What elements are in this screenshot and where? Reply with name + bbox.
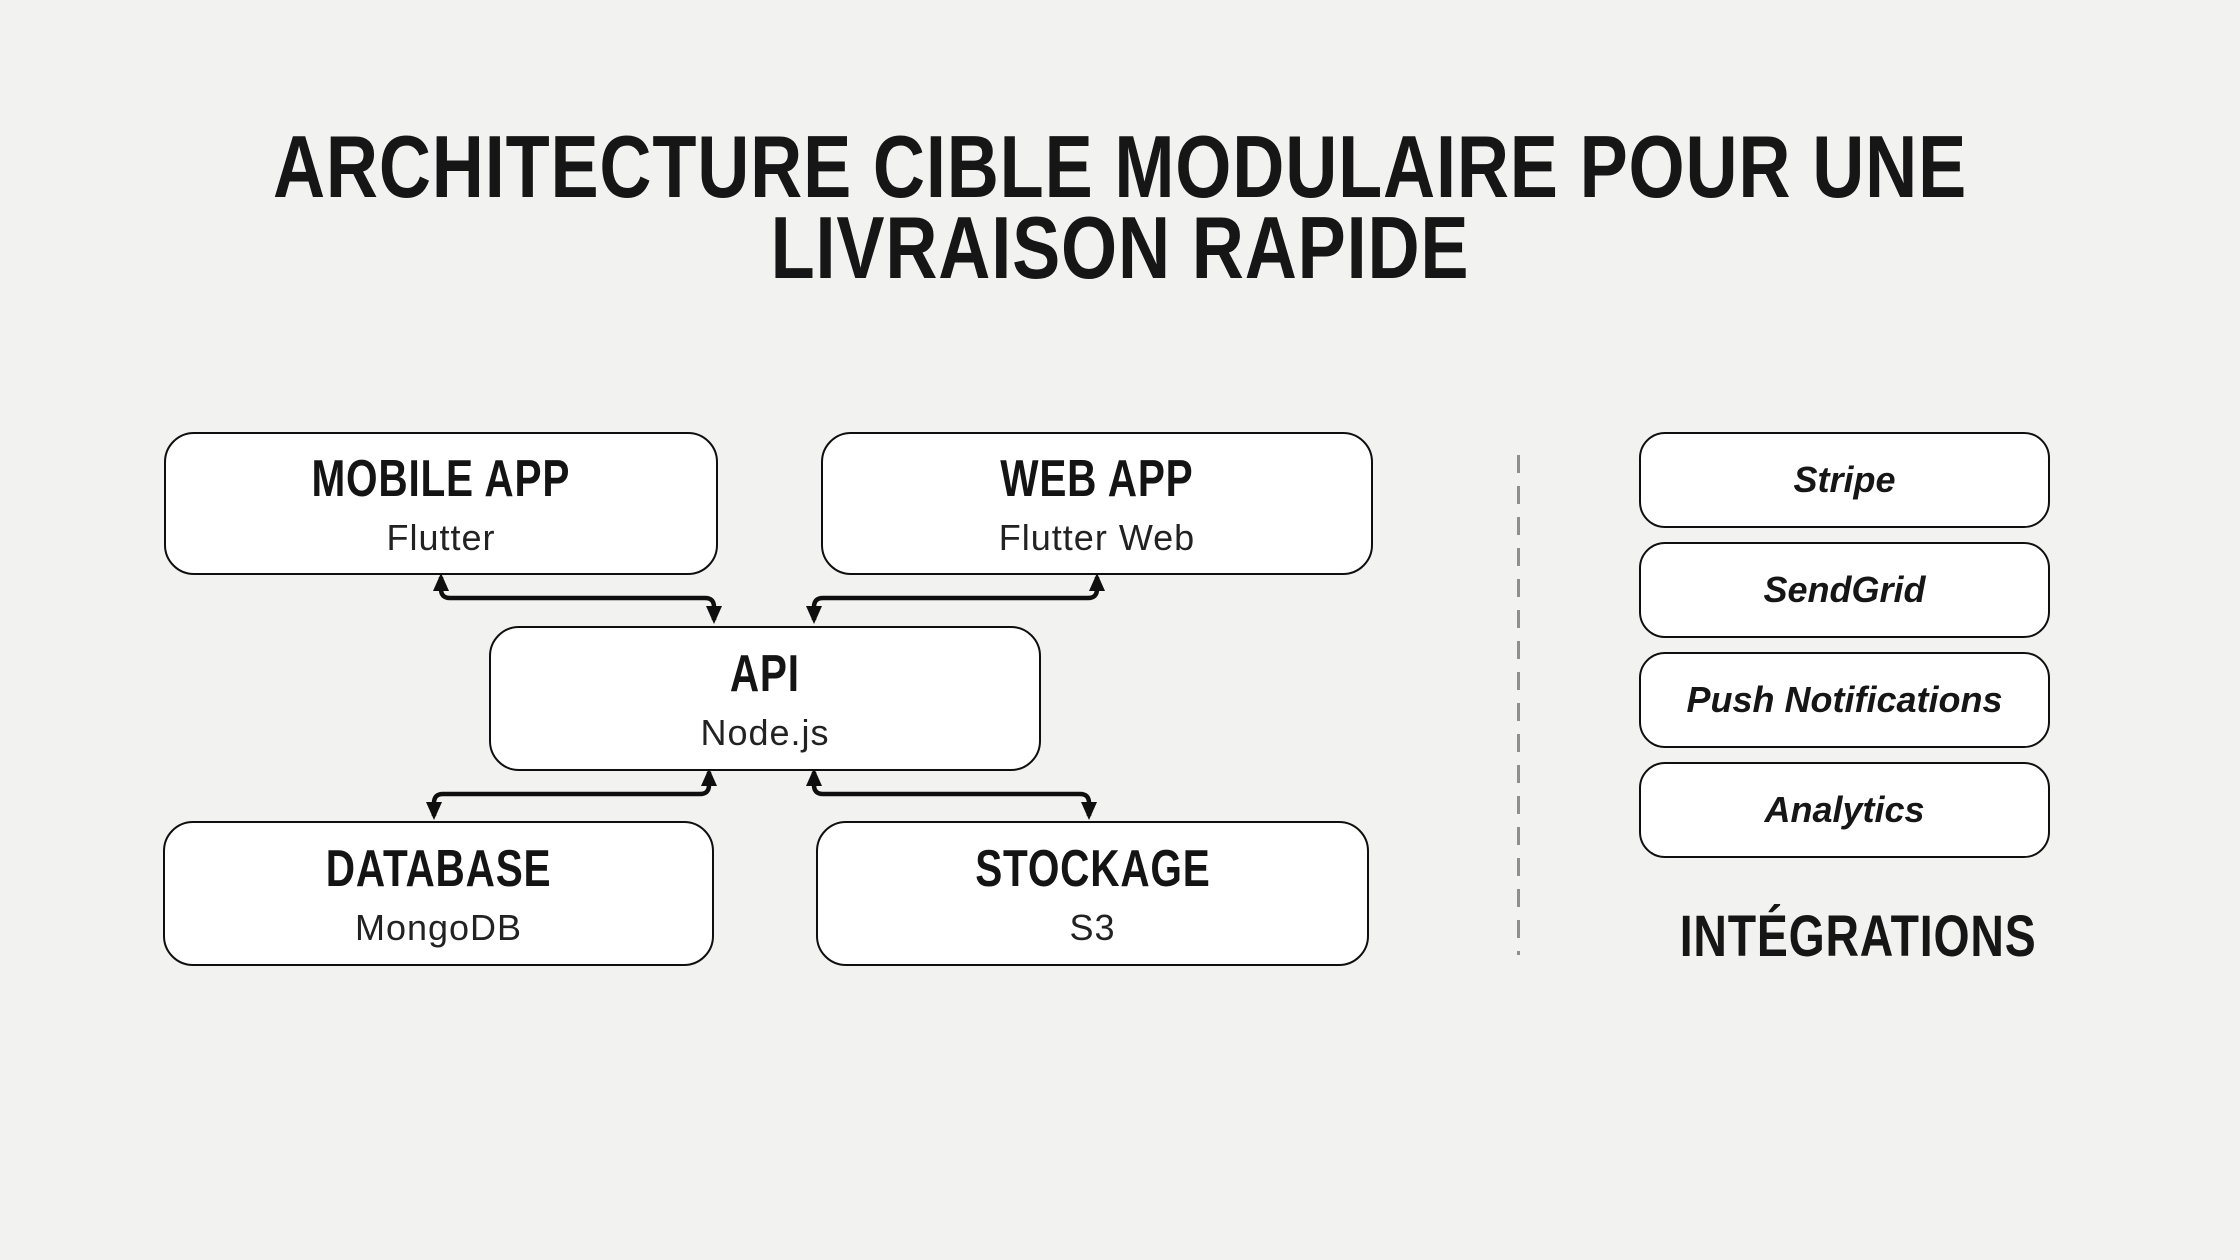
integration-sendgrid-label: SendGrid: [1763, 569, 1926, 610]
node-api-tech: Node.js: [700, 711, 830, 753]
integration-push-notifications-label: Push Notifications: [1686, 679, 2003, 720]
node-api: API Node.js: [489, 626, 1041, 771]
page-title-line2: LIVRAISON RAPIDE: [770, 197, 1470, 297]
arrow-mobile-api: [433, 573, 722, 624]
arrow-web-api: [806, 573, 1105, 624]
arrow-api-database: [426, 768, 717, 820]
node-mobile-app-label: MOBILE APP: [311, 449, 571, 508]
node-database-tech: MongoDB: [354, 906, 523, 948]
node-database: DATABASE MongoDB: [163, 821, 714, 966]
node-database-label: DATABASE: [325, 839, 552, 898]
page-title-line1: ARCHITECTURE CIBLE MODULAIRE POUR UNE: [272, 117, 1968, 216]
integrations-heading: INTÉGRATIONS: [1679, 904, 2037, 969]
node-mobile-app: MOBILE APP Flutter: [164, 432, 718, 575]
node-mobile-app-tech: Flutter: [386, 516, 496, 558]
node-web-app: WEB APP Flutter Web: [821, 432, 1373, 575]
arrow-api-storage: [806, 768, 1097, 820]
integration-analytics-label: Analytics: [1764, 789, 1925, 830]
node-web-app-label: WEB APP: [1000, 449, 1194, 508]
node-api-label: API: [730, 644, 800, 703]
node-storage-label: STOCKAGE: [974, 839, 1211, 898]
node-storage-tech: S3: [1069, 906, 1116, 948]
integration-stripe-label: Stripe: [1793, 459, 1896, 500]
node-storage: STOCKAGE S3: [816, 821, 1369, 966]
node-web-app-tech: Flutter Web: [998, 516, 1196, 558]
integration-stripe: Stripe: [1639, 432, 2050, 528]
integration-push-notifications: Push Notifications: [1639, 652, 2050, 748]
integration-analytics: Analytics: [1639, 762, 2050, 858]
integration-sendgrid: SendGrid: [1639, 542, 2050, 638]
page-title: ARCHITECTURE CIBLE MODULAIRE POUR UNE LI…: [202, 117, 2039, 297]
